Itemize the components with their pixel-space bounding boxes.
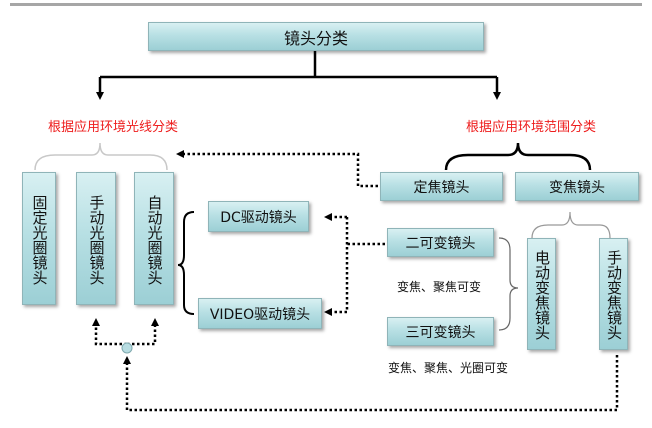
left-branch-label: 根据应用环境光线分类	[48, 120, 179, 135]
dotted-variable-to-drive	[324, 213, 385, 316]
header-rule	[10, 3, 642, 6]
manual-iris-lens-label: 手动光圈镜头	[87, 194, 106, 285]
three-variable-lens-box: 三可变镜头	[387, 317, 494, 346]
zoom-sub-brace	[531, 211, 611, 239]
fixed-focal-lens-box: 定焦镜头	[380, 172, 503, 201]
title-branch-connector	[96, 48, 501, 100]
video-drive-lens-label: VIDEO驱动镜头	[209, 306, 311, 323]
zoom-lens-box: 变焦镜头	[515, 172, 639, 201]
three-variable-note: 变焦、聚焦、光圈可变	[387, 361, 508, 375]
title-text: 镜头分类	[283, 28, 348, 48]
dc-drive-lens-box: DC驱动镜头	[208, 201, 309, 232]
left-group-brace	[34, 142, 168, 171]
zoom-lens-label: 变焦镜头	[549, 179, 605, 196]
dotted-manual-zoom-to-iris	[92, 318, 619, 412]
auto-iris-brace	[177, 211, 195, 315]
auto-iris-lens-label: 自动光圈镜头	[145, 194, 164, 285]
auto-iris-lens-box: 自动光圈镜头	[134, 172, 174, 305]
manual-zoom-lens-label: 手动变焦镜头	[605, 250, 623, 340]
fixed-focal-lens-label: 定焦镜头	[413, 179, 470, 196]
right-branch-label: 根据应用环境范围分类	[466, 120, 597, 135]
variable-brace	[498, 237, 519, 331]
three-variable-lens-label: 三可变镜头	[405, 324, 476, 341]
video-drive-lens-box: VIDEO驱动镜头	[198, 298, 322, 329]
fixed-iris-lens-label: 固定光圈镜头	[30, 194, 49, 285]
dotted-fixed-to-iris	[176, 150, 378, 188]
junction-node	[121, 342, 133, 354]
right-group-brace	[444, 142, 592, 171]
motorized-zoom-lens-label: 电动变焦镜头	[533, 250, 551, 340]
title-box: 镜头分类	[148, 22, 484, 51]
motorized-zoom-lens-box: 电动变焦镜头	[527, 238, 556, 350]
manual-zoom-lens-box: 手动变焦镜头	[599, 238, 628, 350]
two-variable-note: 变焦、聚焦可变	[396, 280, 481, 294]
two-variable-lens-box: 二可变镜头	[387, 228, 494, 257]
manual-iris-lens-box: 手动光圈镜头	[76, 172, 116, 305]
fixed-iris-lens-box: 固定光圈镜头	[22, 172, 56, 305]
dc-drive-lens-label: DC驱动镜头	[220, 209, 297, 226]
two-variable-lens-label: 二可变镜头	[405, 235, 476, 252]
